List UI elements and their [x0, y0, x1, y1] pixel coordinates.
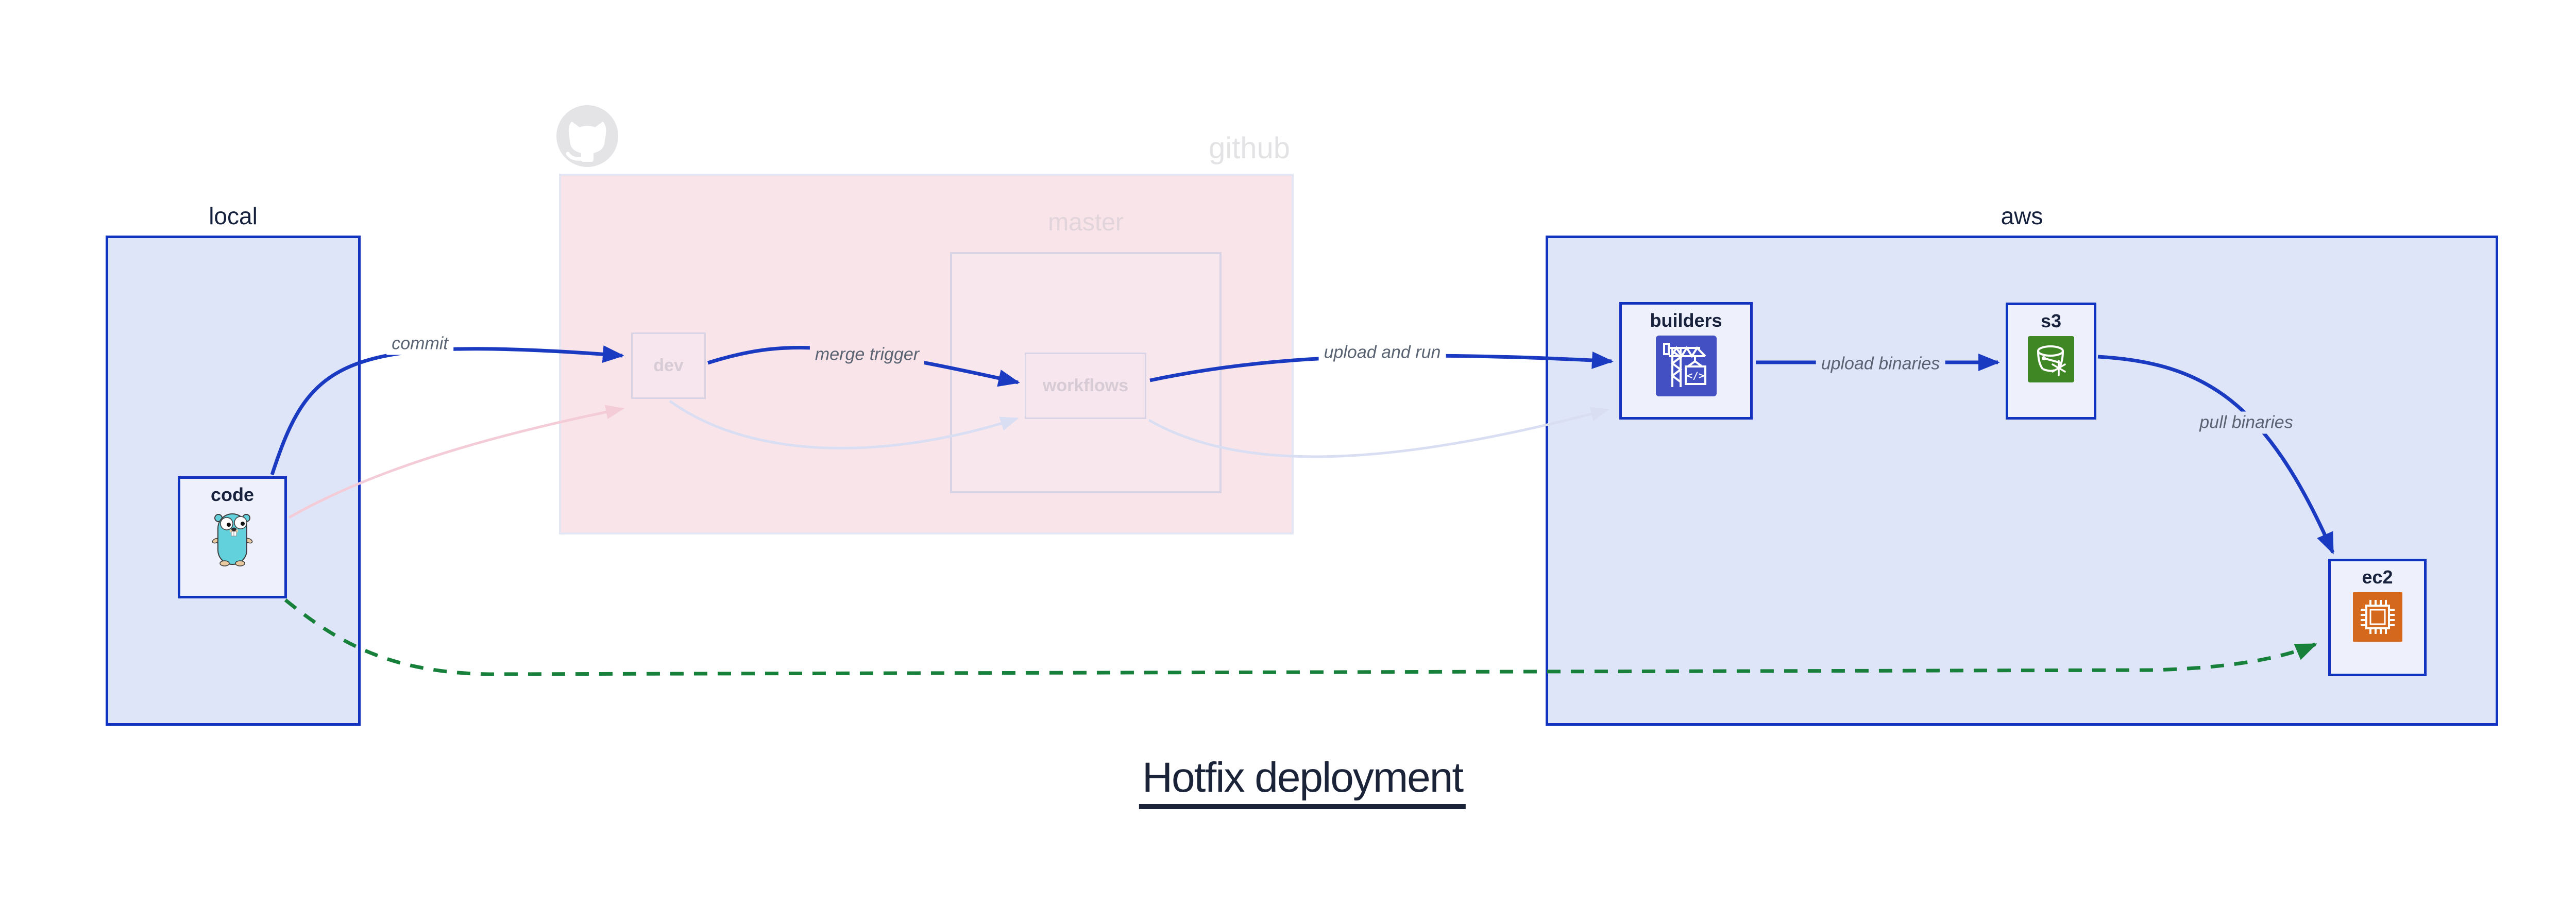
node-code: code — [178, 476, 287, 598]
node-ec2-label: ec2 — [2362, 566, 2393, 588]
node-dev-label: dev — [653, 356, 684, 375]
diagram-title: Hotfix deployment — [1139, 754, 1466, 809]
group-label-github: github — [1208, 131, 1290, 165]
aws-ec2-icon — [2352, 592, 2402, 644]
edge-label-upload-and-run: upload and run — [1318, 341, 1446, 364]
group-label-master: master — [1048, 209, 1124, 236]
edge-label-commit: commit — [386, 332, 453, 355]
edge-faded-merge — [669, 399, 1019, 449]
go-gopher-icon — [212, 510, 253, 570]
group-label-aws: aws — [2001, 203, 2043, 229]
github-octocat-icon — [555, 104, 619, 171]
aws-codebuild-icon: </> — [1655, 336, 1717, 399]
group-label-local: local — [209, 203, 258, 229]
node-builders-label: builders — [1650, 310, 1722, 331]
edge-pull-binaries — [2097, 355, 2335, 555]
edge-label-upload-binaries: upload binaries — [1816, 353, 1945, 375]
node-workflows: workflows — [1025, 353, 1146, 419]
edge-faded-run — [1148, 407, 1609, 458]
edge-faded-commit — [288, 405, 624, 519]
aws-s3-glacier-icon — [2028, 336, 2074, 385]
node-workflows-label: workflows — [1042, 376, 1129, 395]
edge-hotfix-path — [284, 598, 2317, 676]
edge-label-merge-trigger: merge trigger — [809, 343, 925, 366]
edge-label-pull-binaries: pull binaries — [2194, 411, 2298, 434]
node-dev: dev — [631, 332, 706, 399]
svg-text:</>: </> — [1686, 370, 1704, 381]
edge-commit — [270, 345, 624, 476]
node-ec2: ec2 — [2328, 559, 2427, 676]
node-s3: s3 — [2006, 303, 2096, 420]
node-s3-label: s3 — [2040, 310, 2062, 331]
node-code-label: code — [210, 484, 255, 505]
node-builders: builders </> — [1619, 302, 1753, 420]
